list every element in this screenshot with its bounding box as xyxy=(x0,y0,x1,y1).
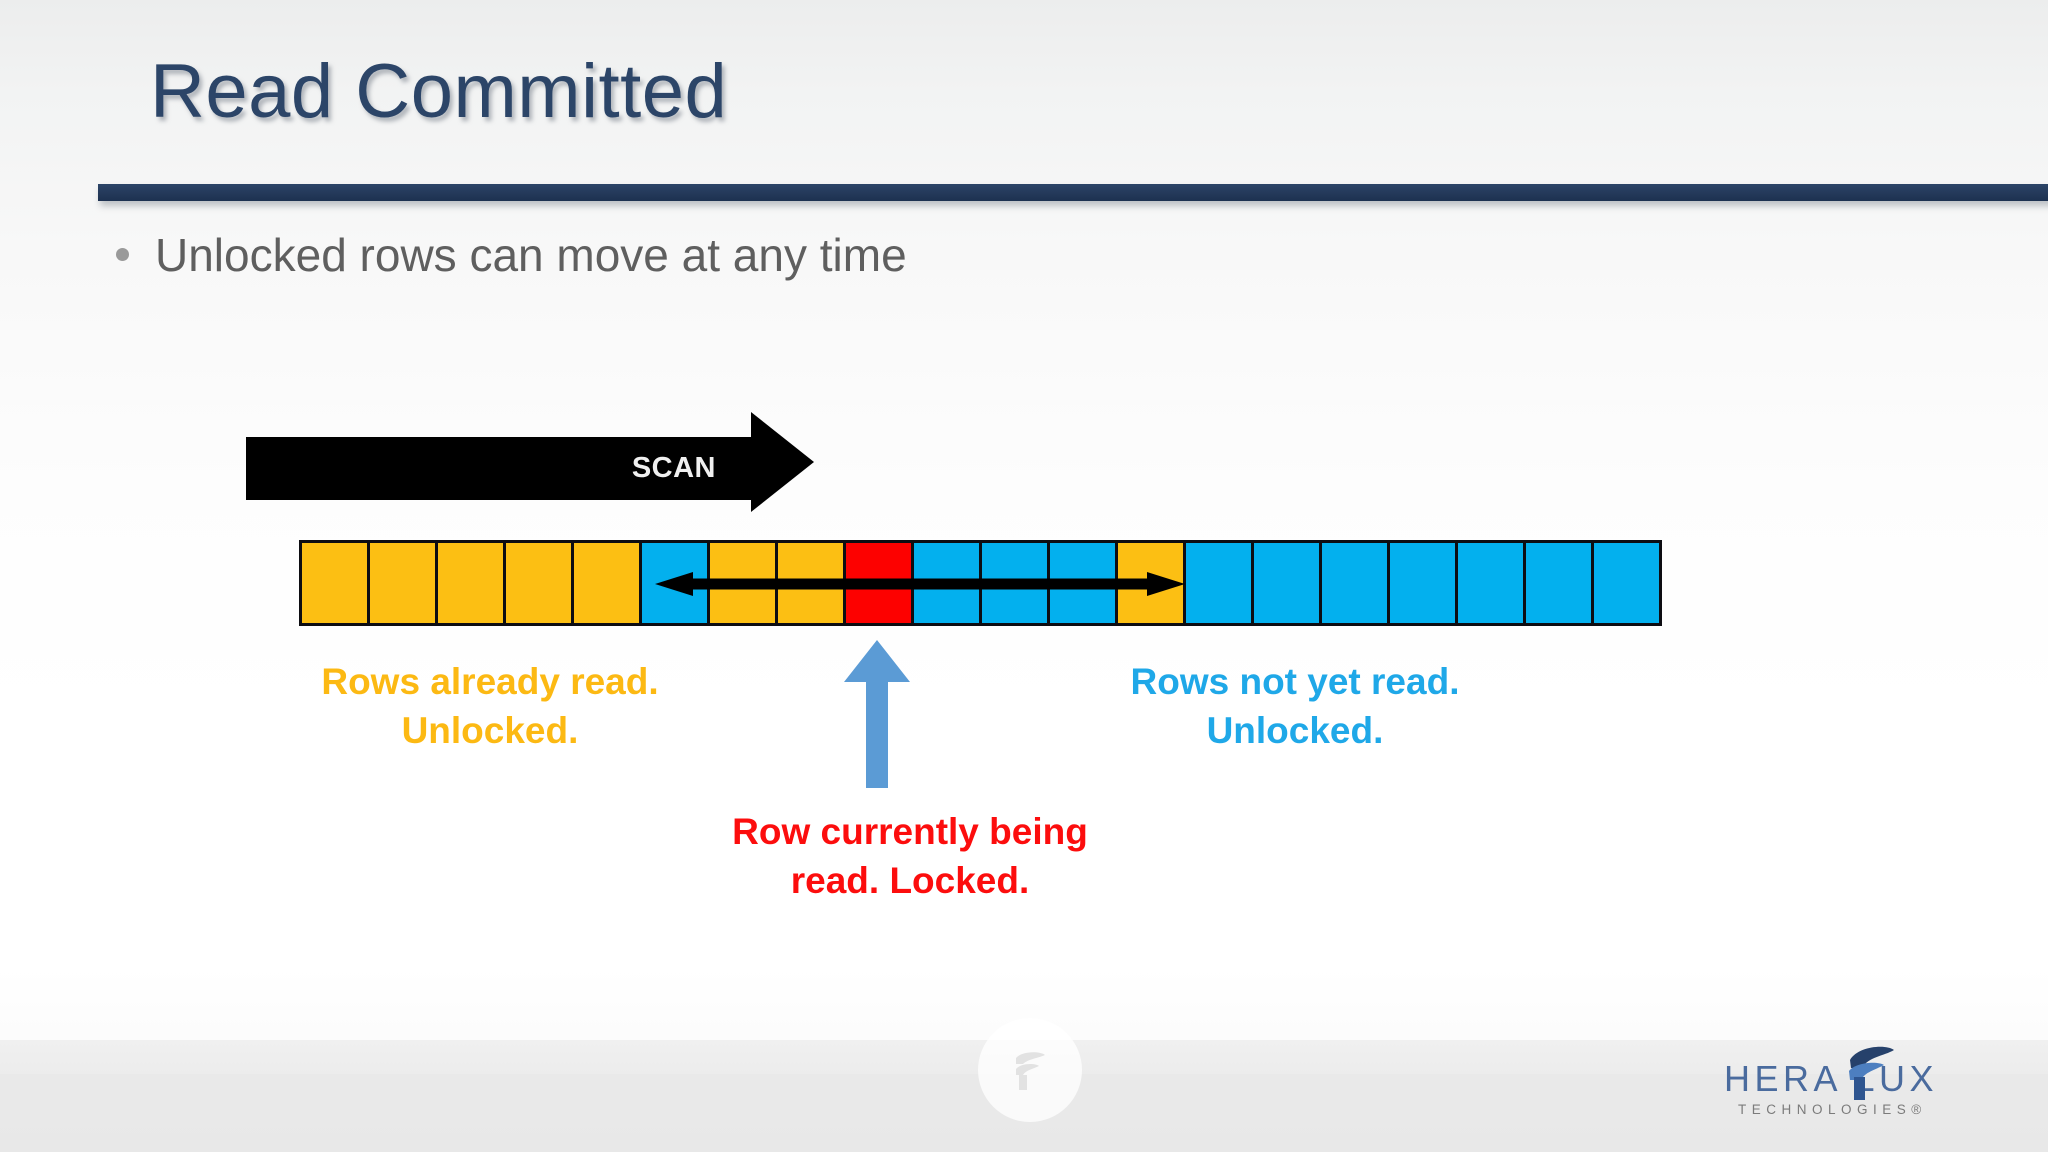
row-cell xyxy=(1594,543,1659,623)
label-rows-not-yet-read: Rows not yet read. Unlocked. xyxy=(1130,661,1460,751)
heraflux-flame-icon xyxy=(1840,1044,1900,1102)
bullet-dot-icon xyxy=(116,248,129,261)
row-cell xyxy=(438,543,503,623)
row-cell xyxy=(846,543,911,623)
label-rows-already-read: Rows already read. Unlocked. xyxy=(321,661,659,751)
row-strip xyxy=(299,540,1662,626)
row-cell xyxy=(1390,543,1455,623)
heraflux-logo: HERA LUX TECHNOLOGIES® xyxy=(1724,1046,1966,1128)
row-cell xyxy=(642,543,707,623)
row-cell xyxy=(1118,543,1183,623)
row-cell xyxy=(914,543,979,623)
row-cell xyxy=(1050,543,1115,623)
row-cell xyxy=(778,543,843,623)
label-row-locked: Row currently being read. Locked. xyxy=(732,811,1088,901)
row-cell xyxy=(574,543,639,623)
scan-arrow-shaft xyxy=(246,437,756,500)
locked-row-pointer-arrow xyxy=(840,640,920,788)
title-underline-rule xyxy=(98,184,2048,201)
row-cell xyxy=(710,543,775,623)
scan-arrow: SCAN xyxy=(246,412,814,512)
heraflux-f-mark-icon xyxy=(1016,1052,1045,1090)
bullet-text: Unlocked rows can move at any time xyxy=(155,229,907,281)
row-cell xyxy=(1322,543,1387,623)
scan-arrow-label: SCAN xyxy=(631,452,716,484)
row-cell xyxy=(1458,543,1523,623)
scan-arrow-head-icon xyxy=(751,412,814,512)
row-cell xyxy=(370,543,435,623)
row-cell xyxy=(1186,543,1251,623)
watermark-badge xyxy=(978,1018,1082,1122)
up-arrow-icon xyxy=(844,640,910,788)
row-cell xyxy=(1526,543,1591,623)
heraflux-wordmark: HERA LUX xyxy=(1724,1058,1939,1099)
row-cell xyxy=(302,543,367,623)
flame-f-icon xyxy=(1849,1046,1894,1100)
heraflux-tagline: TECHNOLOGIES® xyxy=(1738,1102,1927,1117)
row-cell xyxy=(506,543,571,623)
page-title: Read Committed xyxy=(150,49,728,134)
bullet-item: Unlocked rows can move at any time xyxy=(116,228,907,282)
row-cell xyxy=(1254,543,1319,623)
row-cell xyxy=(982,543,1047,623)
